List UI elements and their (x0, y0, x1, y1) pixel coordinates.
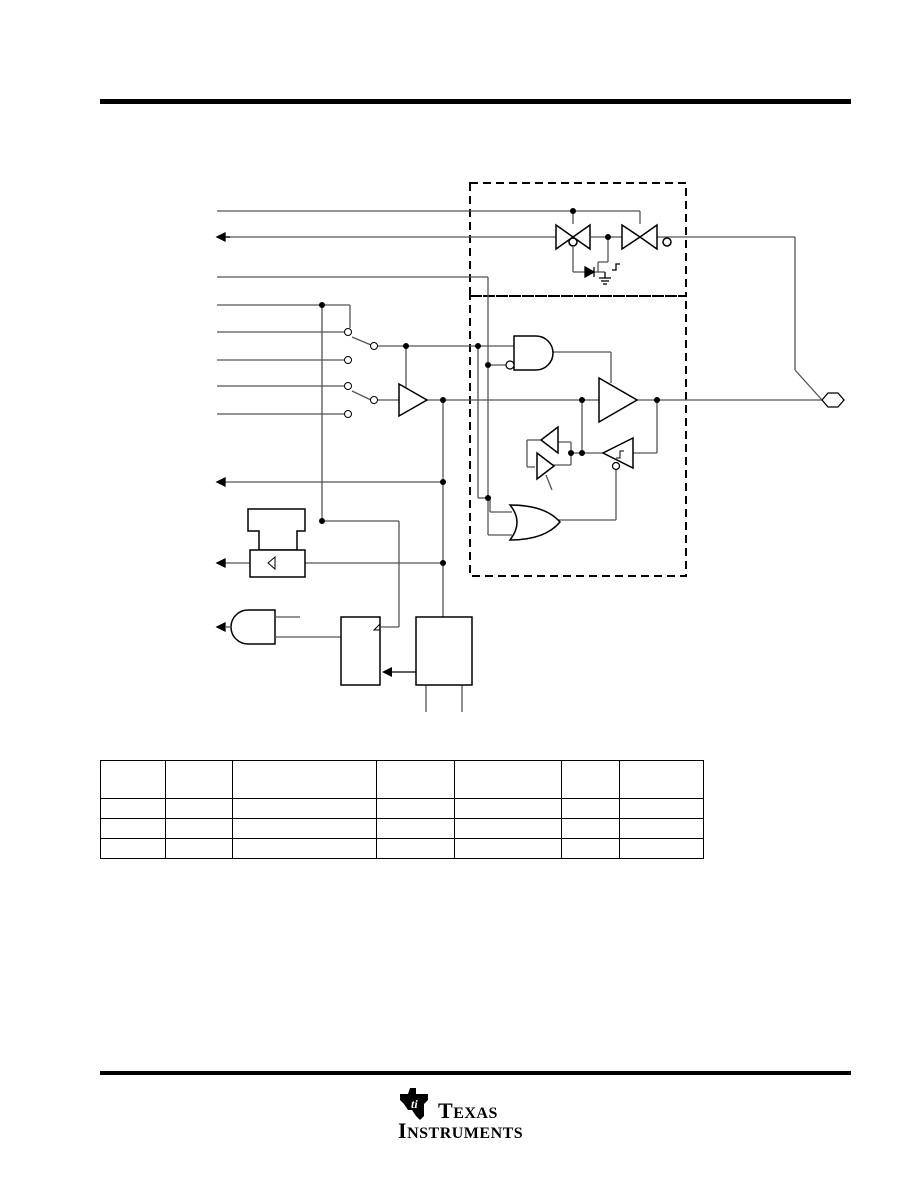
table-cell (232, 798, 377, 819)
table-cell (454, 838, 562, 859)
table-cell (376, 760, 455, 799)
svg-text:ti: ti (411, 1097, 418, 1111)
pin-description-table (100, 760, 704, 859)
table-cell (165, 838, 233, 859)
and-gate (513, 335, 554, 371)
table-cell (165, 818, 233, 839)
table-cell (100, 760, 166, 799)
table-row (100, 818, 704, 839)
transmission-gate-2 (621, 223, 672, 251)
ti-logo: ti TEXAS INSTRUMENTS (398, 1084, 558, 1144)
logo-brand-line2: INSTRUMENTS (398, 1118, 524, 1143)
table-cell (232, 760, 377, 799)
capture-cell (247, 508, 306, 551)
table-cell (561, 760, 620, 799)
table-cell (376, 798, 455, 819)
control-to-register-arrow (382, 667, 392, 677)
digital-io-boundary (469, 295, 687, 577)
bottom-and-gate (230, 609, 276, 645)
hysteresis-icon (616, 450, 624, 459)
table-cell (454, 818, 562, 839)
receiver-enable-bubble (611, 461, 621, 471)
analog-wires (217, 210, 823, 401)
output-driver (598, 376, 639, 424)
keeper-buffer-right (536, 451, 556, 481)
digital-wires (477, 300, 658, 536)
table-cell (100, 838, 166, 859)
junctions (319, 302, 660, 566)
table-cell (454, 760, 562, 799)
table-cell (561, 798, 620, 819)
table-row (100, 798, 704, 819)
table-cell (619, 818, 704, 839)
table-cell (619, 798, 704, 819)
control-block (415, 616, 473, 686)
io-cell-schematic (215, 182, 845, 712)
table-cell (232, 838, 377, 859)
table-cell (376, 838, 455, 859)
junctions-top (570, 208, 611, 240)
bottom-wires (225, 616, 463, 712)
clock-edge-icon (267, 555, 276, 571)
keeper-buffer-left (539, 425, 559, 455)
diode-ground (584, 263, 620, 285)
transmission-gate-1 (555, 223, 591, 251)
table-cell (561, 818, 620, 839)
or-gate (508, 504, 561, 541)
table-cell (561, 838, 620, 859)
table-cell (232, 818, 377, 839)
switch-contacts (344, 328, 378, 418)
table-cell (619, 760, 704, 799)
schmitt-receiver (601, 436, 634, 470)
and-gate-inverter-bubble (505, 360, 515, 370)
footer-rule (100, 1071, 851, 1075)
logo-brand-line1: TEXAS (438, 1098, 498, 1123)
table-row (100, 838, 704, 859)
ti-logo-icon: ti (400, 1088, 428, 1120)
table-cell (165, 798, 233, 819)
header-rule (100, 99, 851, 104)
register-clock-icon (372, 623, 381, 631)
table-cell (100, 798, 166, 819)
table-cell (376, 818, 455, 839)
input-lines (217, 304, 822, 628)
table-cell (454, 798, 562, 819)
shift-register-block (340, 616, 381, 686)
table-cell (619, 838, 704, 859)
io-pad (821, 392, 845, 408)
table-cell (165, 760, 233, 799)
input-buffer (398, 382, 429, 418)
table-header-row (100, 760, 704, 799)
table-cell (100, 818, 166, 839)
update-cell (249, 549, 306, 578)
output-arrows (215, 231, 230, 633)
